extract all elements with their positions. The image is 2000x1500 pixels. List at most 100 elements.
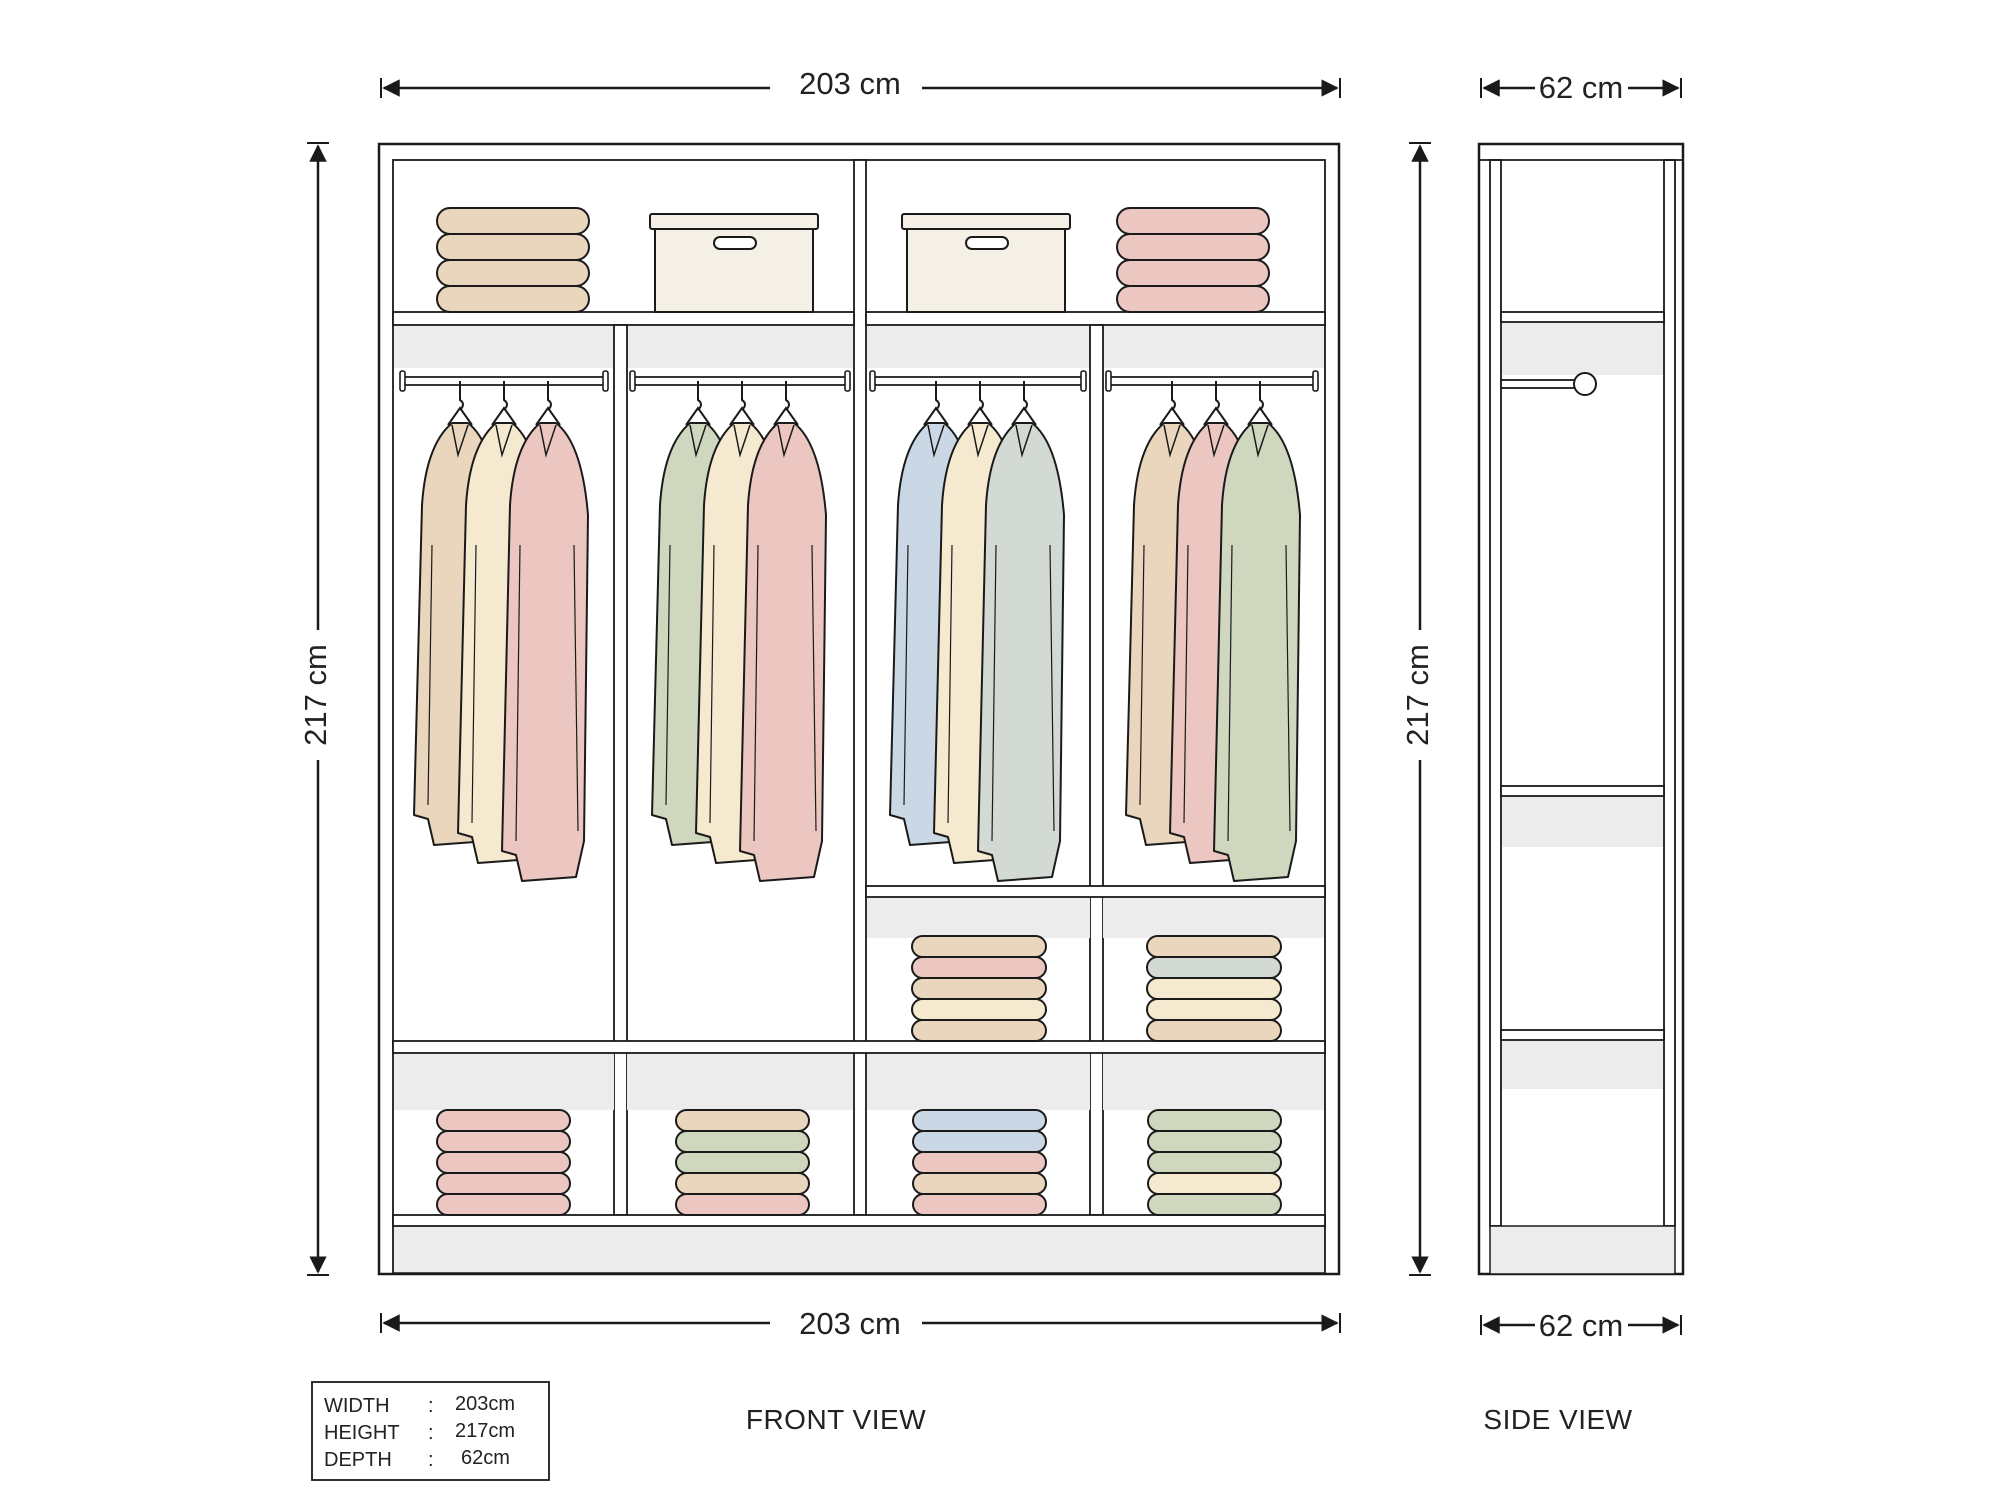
shade-panel bbox=[867, 326, 1090, 368]
front-width-top-dimension: 203 cm bbox=[380, 66, 1341, 101]
spec-depth-key: DEPTH bbox=[324, 1449, 392, 1471]
folded-item bbox=[436, 1130, 571, 1153]
bottom-shelf bbox=[392, 1214, 1326, 1227]
side-depth-top-label: 62 cm bbox=[1539, 70, 1623, 105]
shade-panel bbox=[1103, 898, 1324, 938]
side-height-dimension: 217 cm bbox=[1400, 142, 1435, 1276]
spec-table: WIDTH : 203cm HEIGHT : 217cm DEPTH : 62c… bbox=[311, 1381, 550, 1481]
side-view-label: SIDE VIEW bbox=[1483, 1404, 1632, 1435]
shade-panel bbox=[627, 1054, 853, 1110]
folded-item bbox=[1116, 233, 1270, 261]
folded-stack bbox=[1147, 1109, 1282, 1216]
side-depth-bottom-label: 62 cm bbox=[1539, 1308, 1623, 1343]
spec-width-key: WIDTH bbox=[324, 1395, 390, 1417]
hanging-rail bbox=[629, 370, 851, 392]
divider-right bbox=[1089, 324, 1104, 1216]
hanging-garment bbox=[501, 381, 589, 882]
folded-item bbox=[436, 207, 590, 235]
shade-panel bbox=[394, 326, 614, 368]
folded-item bbox=[911, 1019, 1047, 1042]
shade-panel bbox=[394, 1054, 614, 1110]
top-shelf-left bbox=[392, 311, 855, 326]
folded-item bbox=[436, 1172, 571, 1195]
folded-item bbox=[1147, 1130, 1282, 1153]
side-height-label: 217 cm bbox=[1400, 644, 1435, 746]
side-depth-bottom-dimension: 62 cm bbox=[1480, 1308, 1682, 1343]
spec-depth-sep: : bbox=[428, 1449, 434, 1471]
folded-item bbox=[912, 1172, 1047, 1195]
shade-panel bbox=[627, 326, 853, 368]
hanging-rail bbox=[1105, 370, 1319, 392]
front-view-wardrobe bbox=[377, 142, 1341, 1276]
side-depth-top-dimension: 62 cm bbox=[1480, 70, 1682, 105]
folded-item bbox=[912, 1130, 1047, 1153]
front-width-bottom-dimension: 203 cm bbox=[380, 1306, 1341, 1341]
folded-item bbox=[1146, 977, 1282, 1000]
spec-height-sep: : bbox=[428, 1422, 434, 1444]
folded-item bbox=[1147, 1172, 1282, 1195]
front-width-bottom-label: 203 cm bbox=[799, 1306, 901, 1341]
front-width-top-label: 203 cm bbox=[799, 66, 901, 101]
folded-item bbox=[436, 233, 590, 261]
folded-item bbox=[675, 1151, 810, 1174]
storage-box bbox=[649, 213, 819, 313]
front-height-label: 217 cm bbox=[298, 644, 333, 746]
folded-item bbox=[911, 977, 1047, 1000]
folded-item bbox=[436, 1151, 571, 1174]
folded-stack bbox=[436, 207, 590, 313]
lower-shelf bbox=[392, 1040, 1326, 1054]
side-view-wardrobe bbox=[1477, 142, 1685, 1276]
folded-stack bbox=[912, 1109, 1047, 1216]
folded-stack bbox=[436, 1109, 571, 1216]
middle-shelf-right bbox=[865, 885, 1326, 898]
folded-item bbox=[1146, 935, 1282, 958]
spec-height-key: HEIGHT bbox=[324, 1422, 400, 1444]
spec-height-value: 217cm bbox=[455, 1420, 515, 1442]
folded-item bbox=[436, 1109, 571, 1132]
spec-width-value: 203cm bbox=[455, 1393, 515, 1415]
folded-stack bbox=[911, 935, 1047, 1042]
front-view-label: FRONT VIEW bbox=[746, 1404, 926, 1435]
folded-item bbox=[1116, 259, 1270, 287]
folded-item bbox=[436, 1193, 571, 1216]
shade-panel bbox=[867, 898, 1090, 938]
folded-item bbox=[675, 1172, 810, 1195]
front-height-dimension: 217 cm bbox=[298, 142, 333, 1276]
folded-item bbox=[1147, 1151, 1282, 1174]
folded-item bbox=[675, 1109, 810, 1132]
shade-panel bbox=[867, 1054, 1090, 1110]
folded-stack bbox=[675, 1109, 810, 1216]
hanging-garment bbox=[977, 381, 1065, 882]
folded-item bbox=[1146, 956, 1282, 979]
hanging-garment bbox=[739, 381, 827, 882]
folded-item bbox=[1147, 1109, 1282, 1132]
folded-item bbox=[1146, 998, 1282, 1021]
folded-item bbox=[912, 1193, 1047, 1216]
folded-item bbox=[1116, 285, 1270, 313]
folded-item bbox=[1147, 1193, 1282, 1216]
folded-item bbox=[911, 956, 1047, 979]
shade-panel bbox=[1103, 1054, 1324, 1110]
side-rail bbox=[1500, 379, 1582, 389]
hanging-garment bbox=[1213, 381, 1301, 882]
divider-left bbox=[613, 324, 628, 1216]
folded-item bbox=[912, 1151, 1047, 1174]
plinth bbox=[394, 1227, 1324, 1273]
folded-item bbox=[436, 285, 590, 313]
folded-stack bbox=[1116, 207, 1270, 313]
folded-item bbox=[1146, 1019, 1282, 1042]
spec-depth-value: 62cm bbox=[461, 1447, 510, 1469]
box-handle bbox=[713, 236, 757, 250]
spec-width-sep: : bbox=[428, 1395, 434, 1417]
storage-box bbox=[901, 213, 1071, 313]
folded-item bbox=[436, 259, 590, 287]
folded-item bbox=[911, 998, 1047, 1021]
side-rail-end bbox=[1573, 372, 1597, 396]
folded-stack bbox=[1146, 935, 1282, 1042]
top-shelf-right bbox=[865, 311, 1326, 326]
folded-item bbox=[912, 1109, 1047, 1132]
folded-item bbox=[675, 1193, 810, 1216]
front-center-divider bbox=[853, 159, 867, 1216]
hanging-rail bbox=[869, 370, 1087, 392]
